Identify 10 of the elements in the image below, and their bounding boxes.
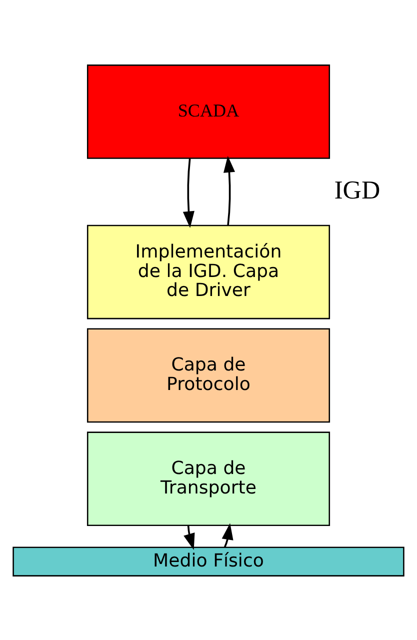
node-box: Capa de Transporte (86, 431, 330, 526)
arrow (184, 525, 195, 550)
node-box: Implementación de la IGD. Capa de Driver (86, 224, 330, 319)
node-box: SCADA (86, 64, 330, 158)
arrow (222, 522, 234, 548)
arrow (182, 158, 194, 228)
label: IGD (334, 174, 380, 204)
node-box: Capa de Protocolo (86, 328, 330, 422)
node-box: Medio Físico (12, 546, 404, 576)
arrow (223, 155, 236, 225)
